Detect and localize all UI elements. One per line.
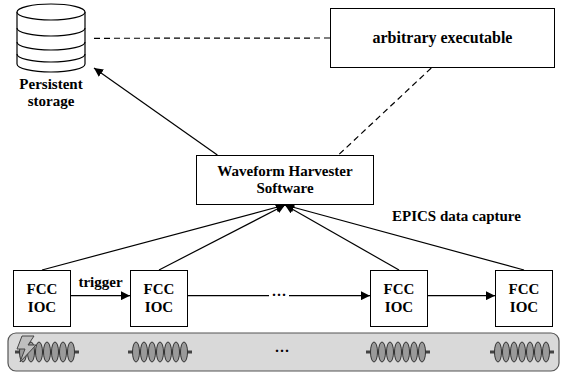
database-icon <box>13 2 89 74</box>
cavity-cell <box>52 342 59 362</box>
arrow-connector <box>159 205 285 270</box>
cylinder-ring <box>17 42 85 50</box>
cavity-cell <box>543 342 550 362</box>
cavity-cell <box>535 342 542 362</box>
cavity-cell <box>371 342 378 362</box>
arrow-connector <box>42 205 285 270</box>
arrow-connector <box>428 295 495 296</box>
cylinder-ring <box>17 28 85 36</box>
ioc-box: FCC IOC <box>130 270 188 327</box>
ioc-box: FCC IOC <box>370 270 428 327</box>
ioc-box: FCC IOC <box>13 270 71 327</box>
dashed-link <box>338 68 431 155</box>
node-text: arbitrary executable <box>373 29 513 47</box>
cylinder-ring <box>17 54 85 62</box>
cavity-cell <box>503 342 510 362</box>
edge-label: trigger <box>76 274 124 291</box>
cylinder-top <box>17 4 85 20</box>
node-text: FCC IOC <box>501 281 547 316</box>
cavity-cell <box>60 342 67 362</box>
cavity-group <box>15 342 554 362</box>
cylinder-body <box>17 12 85 72</box>
arrow-connector <box>71 295 130 296</box>
ioc-box: FCC IOC <box>495 270 553 327</box>
cavity-cell <box>173 342 180 362</box>
cavity-cell <box>379 342 386 362</box>
cavity-cell <box>419 342 426 362</box>
cavity-cell <box>181 342 188 362</box>
cavity-cell <box>511 342 518 362</box>
cavity-cell <box>403 342 410 362</box>
cavity-cell <box>165 342 172 362</box>
process-box: Waveform Harvester Software <box>196 155 374 205</box>
dashed-link <box>94 37 330 38</box>
storage-label: Persistent storage <box>11 76 91 111</box>
cavity-cell <box>44 342 51 362</box>
node-text: FCC IOC <box>136 281 182 316</box>
arrow-connector <box>285 205 399 270</box>
cavity-cell <box>411 342 418 362</box>
storage-cylinder: Persistent storage <box>8 2 94 112</box>
cavity-cell <box>527 342 534 362</box>
ellipsis-mark: ··· <box>272 343 291 360</box>
cavity-cell <box>141 342 148 362</box>
node-text: Waveform Harvester Software <box>202 163 368 198</box>
cavity-cell <box>133 342 140 362</box>
arrow-connector <box>94 68 217 155</box>
arrow-connector <box>285 205 524 270</box>
beamline-band <box>8 333 559 371</box>
cavity-cell <box>495 342 502 362</box>
protocol-label: EPICS data capture <box>390 208 523 225</box>
node-text: FCC IOC <box>19 281 65 316</box>
cavity-cell <box>149 342 156 362</box>
cavity-cell <box>519 342 526 362</box>
cavity-cell <box>157 342 164 362</box>
cavity-cell <box>395 342 402 362</box>
lightning-bolt <box>17 336 36 362</box>
process-box: arbitrary executable <box>330 8 555 68</box>
node-text: FCC IOC <box>376 281 422 316</box>
cavity-cell <box>387 342 394 362</box>
edge-label: ··· <box>269 287 288 304</box>
cavity-cell <box>68 342 75 362</box>
